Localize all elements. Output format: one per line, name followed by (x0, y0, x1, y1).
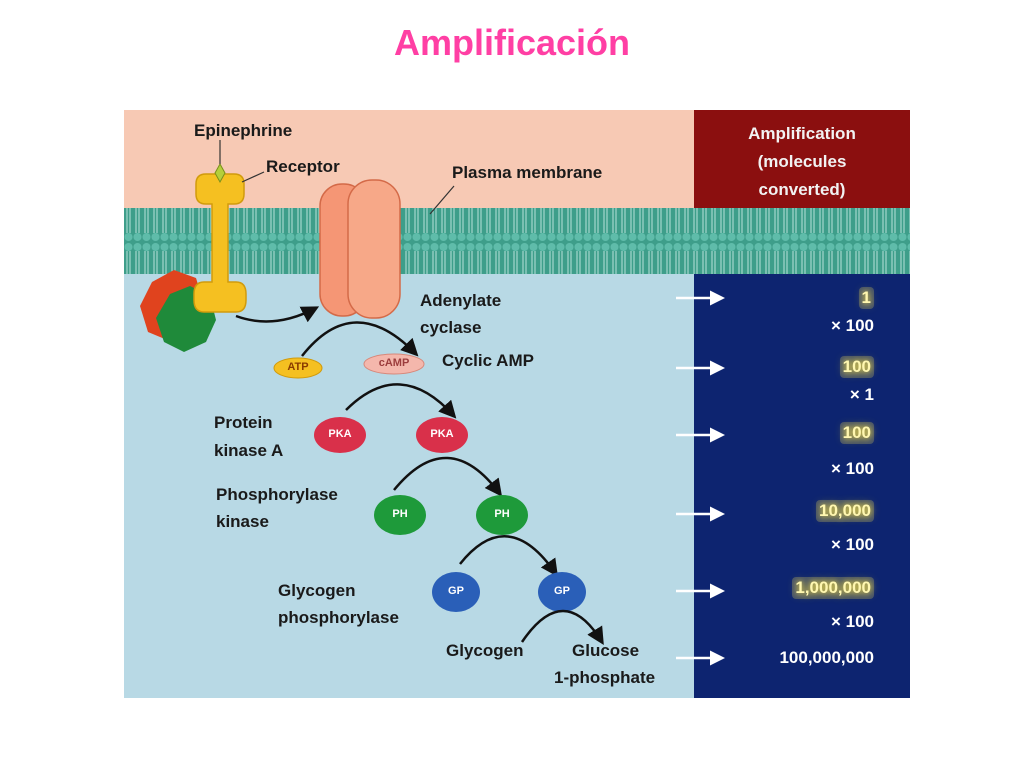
arrow-receptor-to-cyclase (235, 306, 320, 323)
atp-label: ATP (287, 361, 309, 373)
arrow-pka-to-ph (393, 456, 503, 497)
arrow-glycogen-to-g1p (520, 609, 604, 645)
amplification-value-4: 10,000 (816, 500, 874, 522)
ph-label-1: PH (392, 508, 408, 520)
amplification-factor-1: × 100 (830, 316, 874, 335)
amplification-diagram: Epinephrine Receptor Plasma membrane Ade… (124, 110, 910, 698)
label-protein: Protein (214, 413, 273, 432)
label-phosphorylase: Phosphorylase (216, 485, 338, 504)
receptor (193, 173, 247, 313)
amplification-factor-2: × 1 (849, 385, 874, 404)
ph-inactive (374, 495, 426, 535)
gp-inactive (432, 572, 480, 612)
label-kinase-a: kinase A (214, 441, 284, 460)
label-glycogen-substrate: Glycogen (446, 641, 524, 660)
membrane-pointer (429, 185, 455, 215)
panel-membrane-strip (694, 208, 910, 274)
label-cyclase: cyclase (420, 318, 482, 337)
receptor-pointer (241, 171, 265, 183)
amplification-value-2: 100 (839, 356, 874, 378)
label-glycogen-1: Glycogen (278, 581, 356, 600)
amplification-panel-title: Amplification (molecules converted) (694, 120, 910, 204)
label-receptor: Receptor (266, 157, 340, 176)
amplification-value-6: 100,000,000 (779, 648, 874, 667)
epinephrine-molecule (214, 162, 226, 184)
amplification-factor-4: × 100 (830, 535, 874, 554)
label-1-phosphate: 1-phosphate (554, 668, 656, 687)
amplification-value-5: 1,000,000 (792, 577, 874, 599)
amplification-value-3: 100 (839, 422, 874, 444)
gp-label-2: GP (554, 585, 570, 597)
camp-label: cAMP (378, 357, 410, 369)
cytoplasm-region (124, 274, 694, 698)
plasma-membrane (124, 208, 694, 274)
page-title: Amplificación (393, 22, 631, 63)
panel-title-line-1: Amplification (748, 124, 856, 143)
label-phosphorylase-2: phosphorylase (278, 608, 399, 627)
arrow-camp-to-pka (345, 383, 457, 419)
label-glucose: Glucose (572, 641, 640, 660)
gp-label-1: GP (448, 585, 464, 597)
diagram-graphics (124, 110, 910, 698)
label-kinase: kinase (216, 512, 269, 531)
arrow-atp-to-camp (301, 321, 419, 357)
label-adenylate: Adenylate (420, 291, 502, 310)
amplification-factor-5: × 100 (830, 612, 874, 631)
camp-molecule (363, 353, 425, 375)
amplification-value-1: 1 (858, 287, 874, 309)
arrow-ph-to-gp (459, 535, 558, 577)
panel-title-line-3: converted) (758, 180, 846, 199)
label-epinephrine: Epinephrine (194, 121, 293, 140)
amplification-factor-3: × 100 (830, 459, 874, 478)
pka-inactive (314, 417, 366, 453)
panel-title-line-2: (molecules (757, 152, 847, 171)
pka-active (416, 417, 468, 453)
adenylate-cyclase-right (347, 179, 401, 319)
ph-active (476, 495, 528, 535)
panel-header-bg (694, 110, 910, 208)
atp-molecule (273, 357, 323, 379)
ph-label-2: PH (494, 508, 510, 520)
gp-active (538, 572, 586, 612)
label-cyclic-amp: Cyclic AMP (442, 351, 534, 370)
pka-label-2: PKA (430, 428, 454, 440)
label-plasma-membrane: Plasma membrane (452, 163, 603, 182)
pka-label-1: PKA (328, 428, 352, 440)
panel-body-bg (694, 274, 910, 698)
